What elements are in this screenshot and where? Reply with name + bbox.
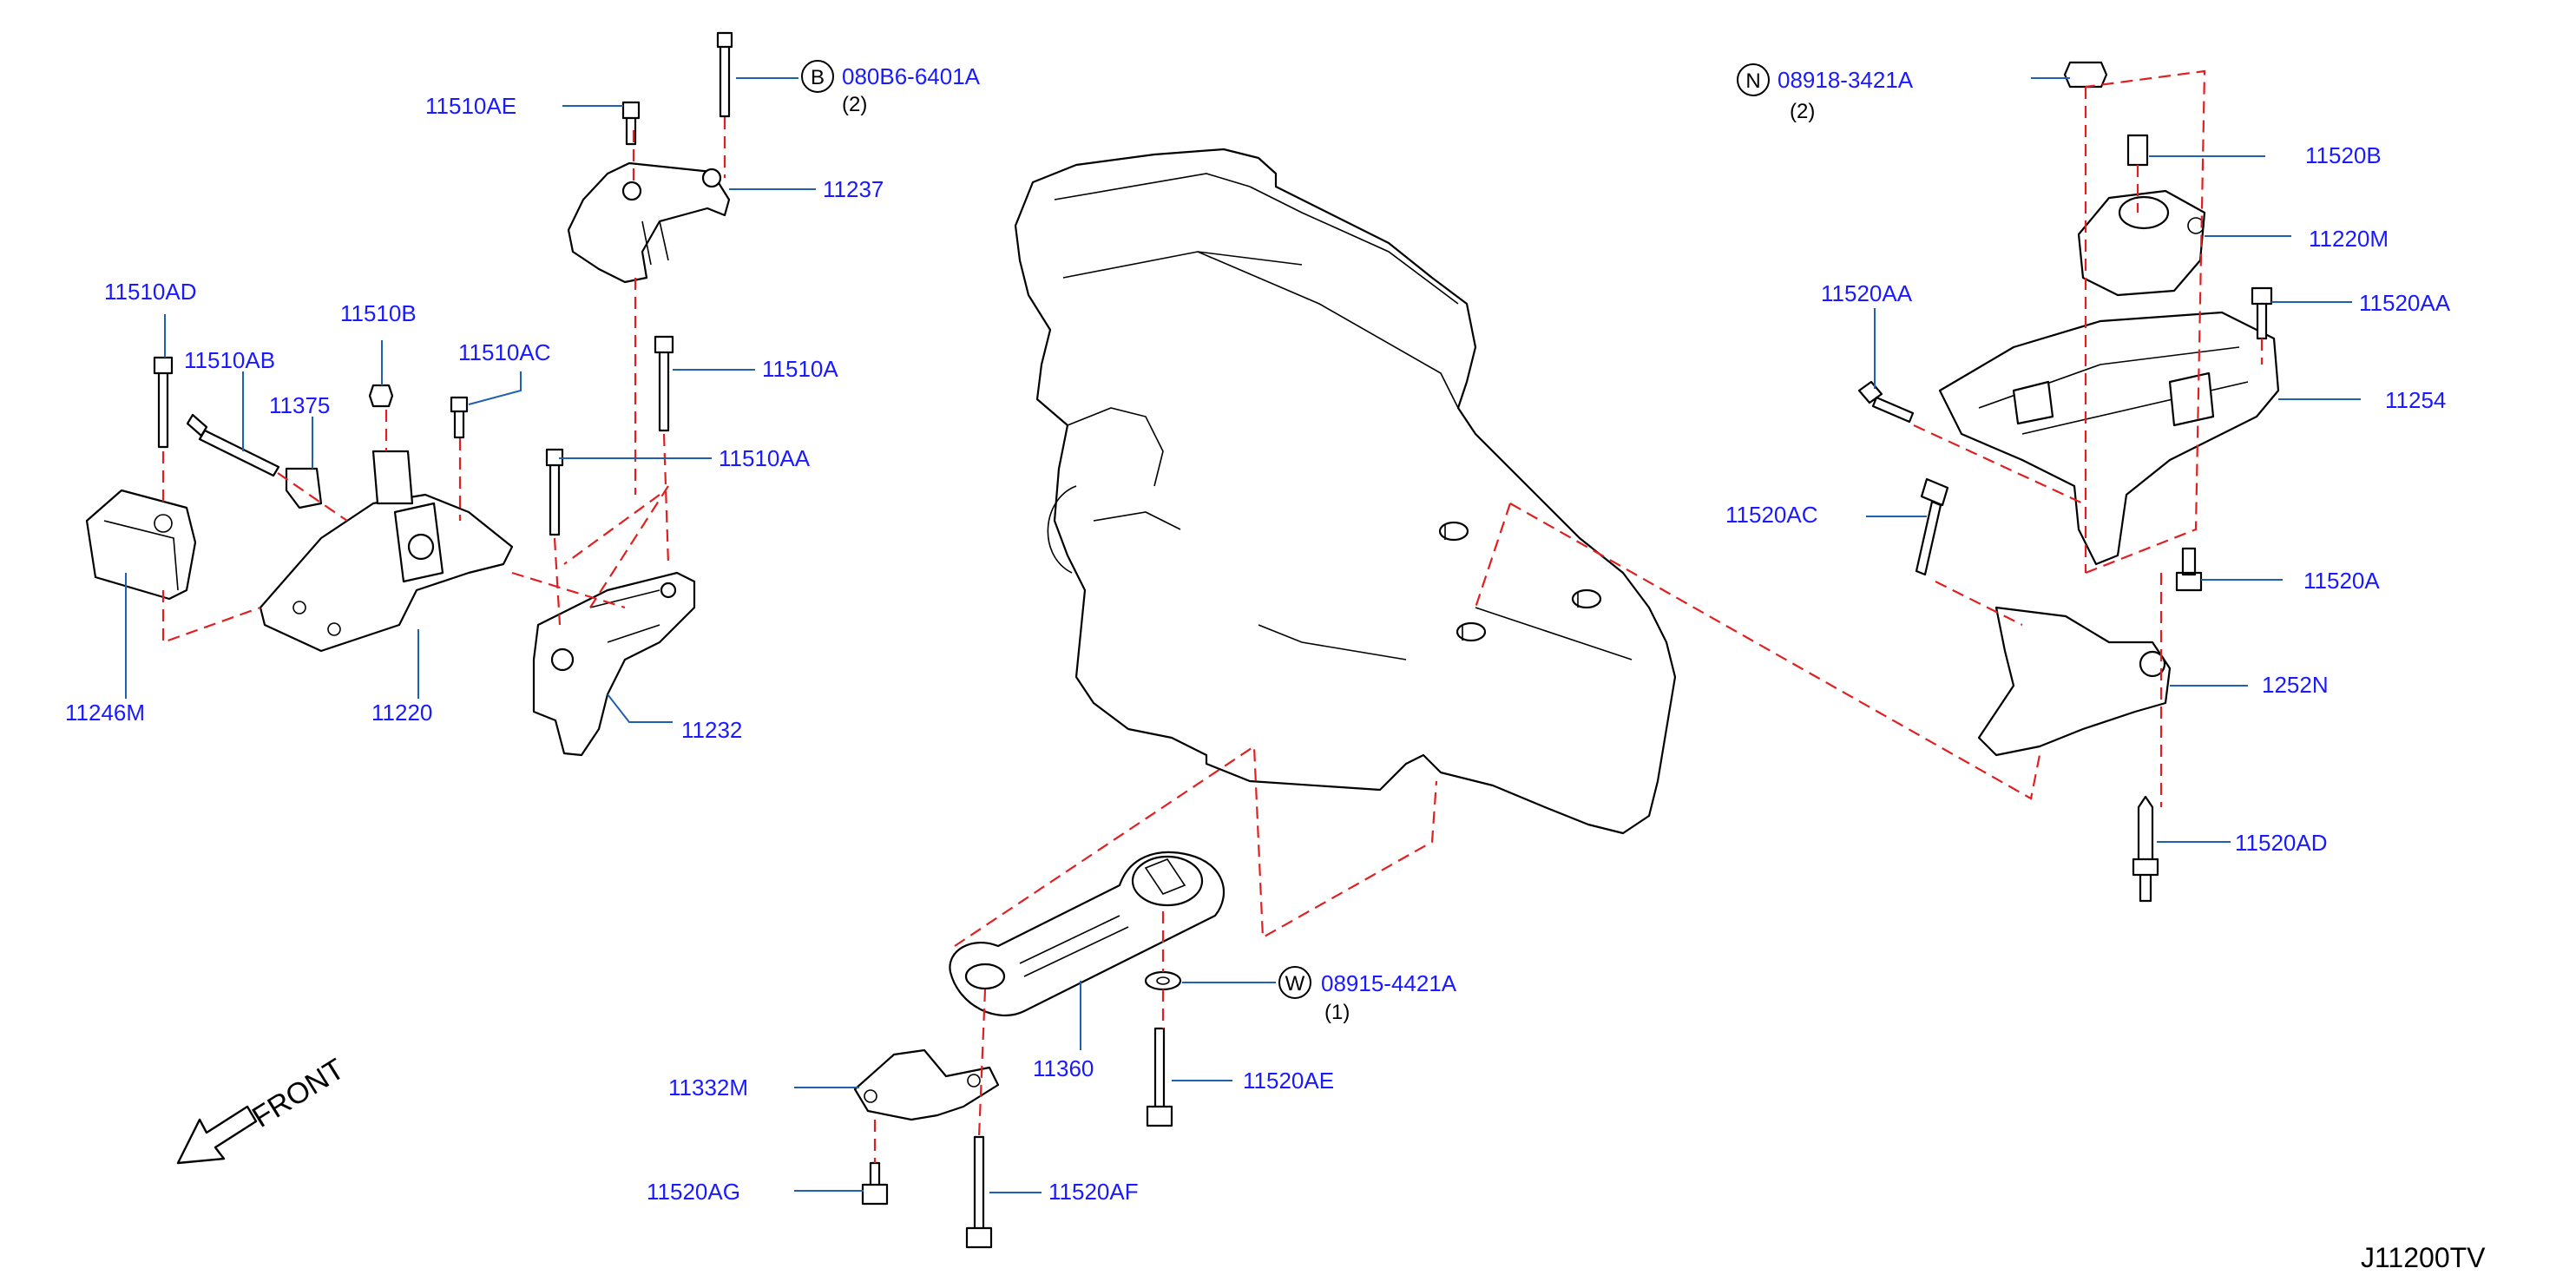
label-11232: 11232 [681,717,742,743]
diagram-code: J11200TV [2361,1242,2486,1273]
label-08918-3421A: 08918-3421A [1778,67,1914,93]
label-11375: 11375 [269,392,330,418]
label-11520A: 11520A [2303,568,2380,594]
circle-letter-W: W [1285,972,1305,996]
bolt-11520A [2175,547,2203,592]
nut-08918 [2063,61,2108,89]
label-1252N: 1252N [2262,672,2329,698]
label-11510AB: 11510AB [184,347,275,373]
front-arrow-icon [176,1105,258,1165]
qty-080B6-6401A: (2) [842,93,867,116]
label-11510AA: 11510AA [719,445,811,471]
engine-block [1014,148,1677,835]
label-11510A: 11510A [762,356,838,382]
washer-08915 [1144,970,1182,991]
bracket-11332M [853,1048,1000,1121]
part-labels: 11510AE 080B6-6401A (2) 11237 11510AD 11… [65,63,2451,1205]
bolt-11510AA [545,448,564,536]
label-11220: 11220 [371,700,432,726]
circle-B [801,60,834,93]
bolt-11520AC [1915,477,1949,576]
block-11246M [85,489,197,601]
label-11520AA-left: 11520AA [1821,280,1913,306]
bracket-11237 [567,161,731,284]
insulator-11220 [259,493,514,653]
label-11332M: 11332M [668,1074,748,1101]
label-11520AC: 11520AC [1725,502,1818,528]
bolt-11510AE [621,101,641,146]
label-080B6-6401A: 080B6-6401A [842,63,981,89]
circle-symbols: B N W [801,60,1770,999]
label-11520AE: 11520AE [1243,1068,1334,1094]
front-label: FRONT [246,1053,350,1134]
circle-N [1737,63,1770,96]
leader-lines [125,77,2361,1193]
front-indicator: FRONT [176,1053,351,1165]
bracket-11254 [1938,311,2280,566]
label-11510AD: 11510AD [104,279,197,305]
label-11520AG: 11520AG [647,1179,740,1205]
bracket-11375 [285,467,323,509]
nut-11510B [368,384,394,408]
bolt-11520AA-left [1857,380,1915,424]
collar-11520B [2126,134,2149,167]
label-11520AA-right: 11520AA [2359,290,2451,316]
label-11246M: 11246M [65,700,145,726]
label-11237: 11237 [823,176,884,202]
left-mount-assembly [85,31,733,757]
bolt-11520AG [861,1161,889,1206]
label-11520AF: 11520AF [1048,1179,1139,1205]
label-11520AD: 11520AD [2235,830,2328,856]
label-11510B: 11510B [340,300,417,326]
qty-08915-4421A: (1) [1324,1001,1350,1024]
circle-W [1278,966,1311,999]
label-11510AC: 11510AC [458,339,551,365]
label-08915-4421A: 08915-4421A [1321,970,1457,996]
bolt-11510AB [186,413,280,477]
bolt-11520AE [1146,1027,1173,1127]
torque-rod-assembly [853,851,1226,1249]
bolt-11510AC [450,396,469,439]
label-11510AE: 11510AE [425,93,516,119]
bolt-11520AD [2132,795,2159,903]
bolt-11510AD [153,356,174,449]
right-mount-assembly [1857,61,2280,903]
qty-08918-3421A: (2) [1790,100,1815,123]
label-11220M: 11220M [2309,226,2389,252]
circle-letter-B: B [811,66,825,89]
bolt-080B6 [716,31,733,118]
label-11360: 11360 [1033,1055,1094,1081]
bolt-11520AF [965,1135,993,1249]
bolt-11520AA-right [2251,286,2273,340]
circle-letter-N: N [1745,69,1760,93]
label-11520B: 11520B [2305,142,2382,168]
label-11254: 11254 [2385,387,2446,413]
bracket-1252N [1977,606,2172,757]
bolt-11510A [654,335,674,432]
